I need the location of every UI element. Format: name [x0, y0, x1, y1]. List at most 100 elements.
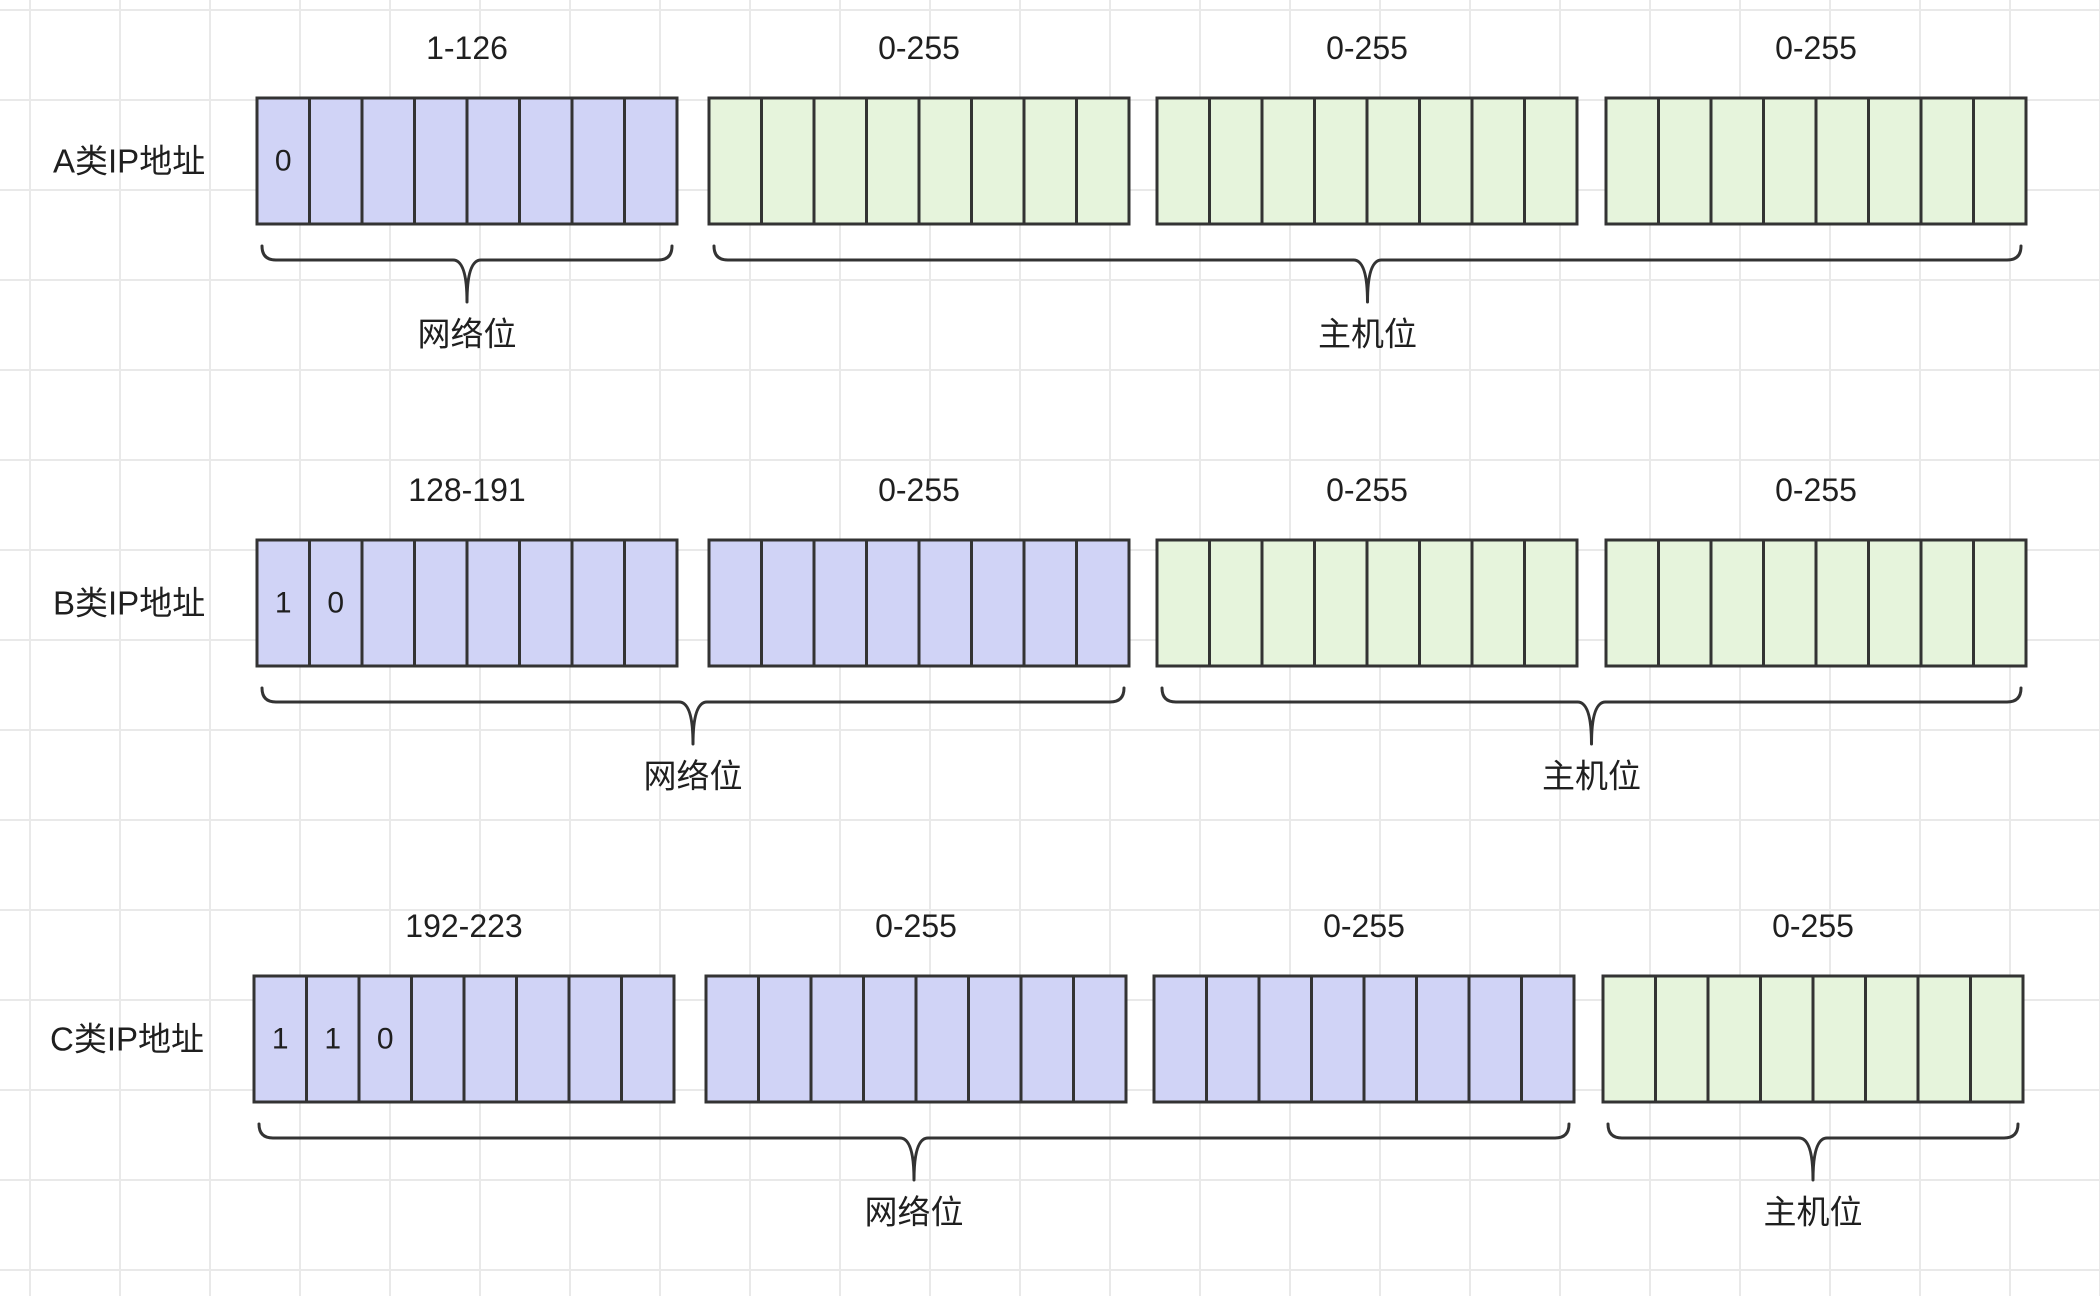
octet-block: 0-255	[1604, 30, 2028, 226]
octet-block: 0-255	[1604, 472, 2028, 668]
brace-label: 网络位	[418, 316, 517, 353]
octet-block: 0-255	[707, 472, 1131, 668]
bit-cell	[1706, 974, 1762, 1104]
bit-cell	[1260, 96, 1316, 226]
bit-value: 0	[327, 587, 344, 620]
bit-value: 1	[272, 1023, 289, 1056]
octet-range-label: 0-255	[878, 472, 960, 508]
octet-block: 0-255	[1152, 908, 1576, 1104]
octet-range-label: 0-255	[1775, 30, 1857, 66]
bit-cell	[707, 96, 763, 226]
bit-cell	[1257, 974, 1313, 1104]
bit-cell	[865, 96, 921, 226]
bit-cell	[567, 974, 623, 1104]
bit-cell	[308, 538, 364, 668]
bit-cell	[1657, 538, 1713, 668]
bit-cell	[1762, 96, 1818, 226]
bit-cell	[252, 974, 308, 1104]
bit-cell	[1022, 538, 1078, 668]
bit-cell	[1418, 96, 1474, 226]
bit-cell	[570, 96, 626, 226]
bit-cell	[967, 974, 1023, 1104]
octet-range-label: 0-255	[878, 30, 960, 66]
bit-cell	[1520, 974, 1576, 1104]
octet-block: 0-255	[704, 908, 1128, 1104]
row-label: A类IP地址	[53, 143, 205, 180]
bit-cell	[1657, 96, 1713, 226]
curly-brace	[260, 244, 674, 304]
bit-cell	[518, 538, 574, 668]
bit-cell	[308, 96, 364, 226]
bit-cell	[865, 538, 921, 668]
bit-cell	[1075, 538, 1131, 668]
bit-cell	[1418, 538, 1474, 668]
bit-cell	[1205, 974, 1261, 1104]
curly-brace	[260, 686, 1126, 746]
bit-cell	[914, 974, 970, 1104]
bit-cell	[1019, 974, 1075, 1104]
bit-cell	[360, 538, 416, 668]
bit-cell	[1208, 96, 1264, 226]
bit-value: 1	[324, 1023, 341, 1056]
bit-value: 1	[275, 587, 292, 620]
octet-block: 0-255	[707, 30, 1131, 226]
bit-cell	[760, 96, 816, 226]
bit-cell	[1022, 96, 1078, 226]
octet-block: 0-255	[1155, 472, 1579, 668]
brace-label: 主机位	[1764, 1194, 1863, 1231]
bit-cell	[1075, 96, 1131, 226]
bit-cell	[1362, 974, 1418, 1104]
bit-cell	[862, 974, 918, 1104]
bit-cell	[760, 538, 816, 668]
bit-cell	[623, 538, 679, 668]
bit-cell	[1313, 538, 1369, 668]
bit-cell	[1604, 96, 1660, 226]
bit-cell	[1601, 974, 1657, 1104]
bit-cell	[1365, 538, 1421, 668]
bit-cell	[413, 96, 469, 226]
octet-range-label: 0-255	[875, 908, 957, 944]
bit-cell	[518, 96, 574, 226]
bit-cell	[1467, 974, 1523, 1104]
bit-cell	[1762, 538, 1818, 668]
bit-cell	[917, 538, 973, 668]
octet-block: 0-255	[1155, 30, 1579, 226]
curly-brace	[712, 244, 2023, 304]
bit-cell	[809, 974, 865, 1104]
bit-cell	[1814, 96, 1870, 226]
octet-range-label: 1-126	[426, 30, 508, 66]
bit-cell	[1155, 96, 1211, 226]
bit-cell	[1916, 974, 1972, 1104]
bit-cell	[410, 974, 466, 1104]
bit-value: 0	[275, 145, 292, 178]
bit-cell	[707, 538, 763, 668]
bit-cell	[462, 974, 518, 1104]
bit-cell	[1072, 974, 1128, 1104]
bit-cell	[1867, 538, 1923, 668]
bit-cell	[812, 538, 868, 668]
brace-label: 主机位	[1318, 316, 1417, 353]
bit-cell	[360, 96, 416, 226]
bit-cell	[704, 974, 760, 1104]
octet-range-label: 0-255	[1323, 908, 1405, 944]
curly-brace	[1160, 686, 2023, 746]
bit-cell	[570, 538, 626, 668]
bit-cell	[970, 96, 1026, 226]
bit-cell	[757, 974, 813, 1104]
bit-cell	[1470, 538, 1526, 668]
bit-value: 0	[377, 1023, 394, 1056]
bit-cell	[1972, 538, 2028, 668]
bit-cell	[1155, 538, 1211, 668]
bit-cell	[1208, 538, 1264, 668]
curly-brace	[1606, 1122, 2020, 1182]
brace-label: 网络位	[644, 758, 743, 795]
bit-cell	[623, 96, 679, 226]
brace-label: 网络位	[865, 1194, 964, 1231]
bit-cell	[305, 974, 361, 1104]
row-label: B类IP地址	[53, 585, 205, 622]
bit-cell	[515, 974, 571, 1104]
bit-cell	[1867, 96, 1923, 226]
